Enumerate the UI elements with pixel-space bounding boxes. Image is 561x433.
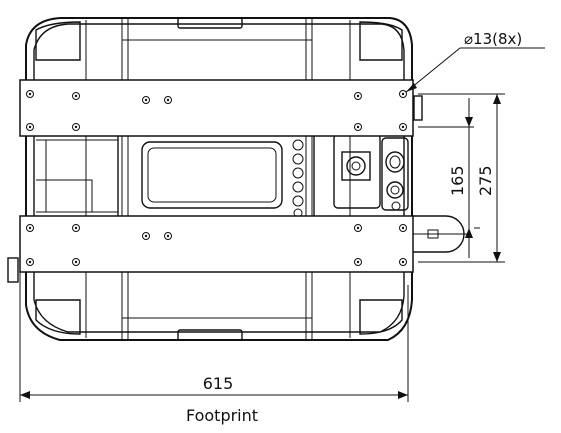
mounting-plate-top <box>19 79 414 137</box>
side-handle <box>412 215 470 253</box>
center-panel <box>117 131 315 219</box>
connector-block <box>333 95 423 211</box>
drawing-caption: Footprint <box>186 406 258 425</box>
dimension-width: 615 <box>203 374 234 393</box>
width-dimension: 615 <box>19 262 409 402</box>
dimension-height-inner: 165 <box>448 165 467 196</box>
mounting-plate-bottom <box>19 215 414 273</box>
hole-callout-label: ⌀13(8x) <box>464 30 522 48</box>
height-dimensions: 165 275 <box>418 93 505 263</box>
hole-callout: ⌀13(8x) <box>405 30 545 93</box>
left-features <box>7 139 118 283</box>
device-body <box>25 17 413 341</box>
dimension-height-outer: 275 <box>476 165 495 196</box>
